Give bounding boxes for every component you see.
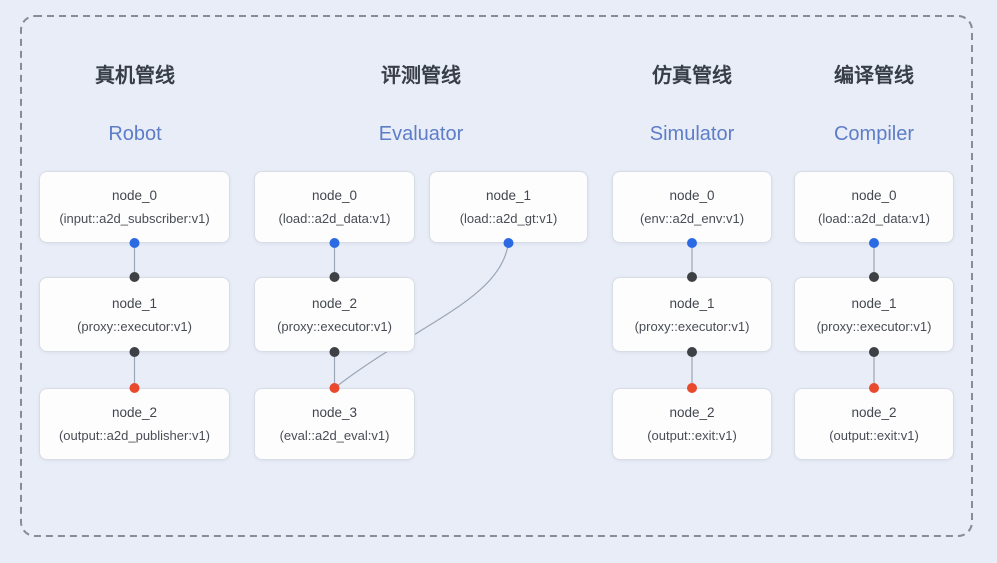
node-detail: (load::a2d_data:v1) [817,211,931,226]
pipeline-title-simulator: 仿真管线 [652,65,732,87]
node-name: node_3 [311,405,358,420]
node-name: node_0 [851,188,897,203]
node-detail: (eval::a2d_eval:v1) [279,428,390,443]
diagram-dashed-border [20,15,973,537]
node-card-compiler-node_2: node_2(output::exit:v1) [794,388,954,460]
node-card-evaluator-node_2: node_2(proxy::executor:v1) [254,277,415,352]
node-card-robot-node_2: node_2(output::a2d_publisher:v1) [39,388,230,460]
node-name: node_0 [311,188,358,203]
node-name: node_2 [851,405,897,420]
pipeline-subtitle-evaluator: Evaluator [378,123,464,145]
edge-evaluator-node_1-to-node_3 [334,242,510,389]
node-name: node_2 [311,295,358,311]
node-card-simulator-node_1: node_1(proxy::executor:v1) [612,277,772,352]
pipeline-subtitle-compiler: Compiler [833,123,915,145]
pipeline-title-evaluator: 评测管线 [381,65,461,87]
node-detail: (load::a2d_data:v1) [278,211,391,226]
node-name: node_2 [669,405,715,420]
node-card-evaluator-node_1: node_1(load::a2d_gt:v1) [429,171,588,243]
node-card-evaluator-node_0: node_0(load::a2d_data:v1) [254,171,415,243]
node-name: node_0 [111,188,158,203]
node-card-compiler-node_0: node_0(load::a2d_data:v1) [794,171,954,243]
node-name: node_1 [485,188,532,203]
node-name: node_2 [111,405,158,420]
node-detail: (load::a2d_gt:v1) [459,211,558,226]
node-name: node_1 [669,295,715,311]
node-detail: (output::a2d_publisher:v1) [58,428,211,443]
node-detail: (proxy::executor:v1) [77,318,192,334]
edges-group [133,242,875,389]
node-detail: (proxy::executor:v1) [816,318,932,334]
node-detail: (env::a2d_env:v1) [639,211,745,226]
node-detail: (output::exit:v1) [829,428,919,443]
node-detail: (output::exit:v1) [647,428,737,443]
node-detail: (input::a2d_subscriber:v1) [59,211,210,226]
node-name: node_1 [111,295,158,311]
node-card-evaluator-node_3: node_3(eval::a2d_eval:v1) [254,388,415,460]
pipeline-subtitle-robot: Robot [108,123,162,145]
node-detail: (proxy::executor:v1) [277,318,392,334]
node-name: node_0 [669,188,715,203]
node-detail: (proxy::executor:v1) [634,318,750,334]
node-card-compiler-node_1: node_1(proxy::executor:v1) [794,277,954,352]
node-name: node_1 [851,295,897,311]
node-card-simulator-node_0: node_0(env::a2d_env:v1) [612,171,772,243]
node-card-robot-node_1: node_1(proxy::executor:v1) [39,277,230,352]
pipeline-title-robot: 真机管线 [95,65,175,87]
node-card-simulator-node_2: node_2(output::exit:v1) [612,388,772,460]
node-card-robot-node_0: node_0(input::a2d_subscriber:v1) [39,171,230,243]
pipeline-subtitle-simulator: Simulator [649,123,735,145]
pipeline-title-compiler: 编译管线 [834,65,914,87]
